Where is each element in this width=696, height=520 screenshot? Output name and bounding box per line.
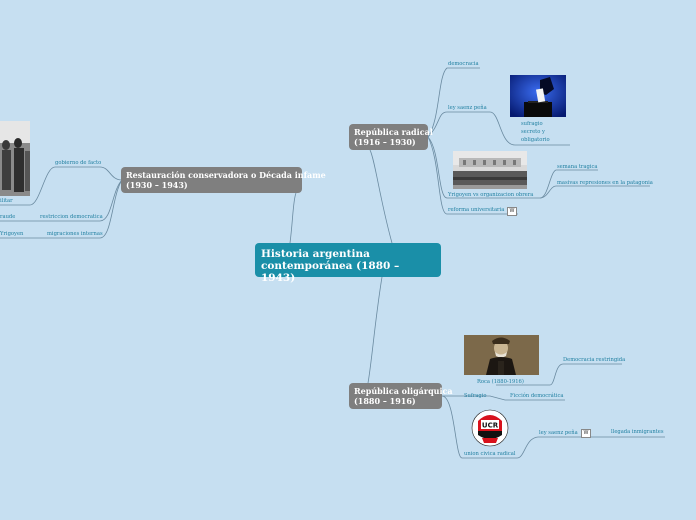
- node-democracia-restringida[interactable]: Democracia restringida: [563, 357, 626, 363]
- node-restriccion-democratica[interactable]: restriccion democratica: [40, 214, 103, 220]
- node-partial-fraude[interactable]: raude: [0, 214, 16, 220]
- topic-radical-line1: República radical: [354, 127, 433, 137]
- wikipedia-link-icon[interactable]: W: [507, 207, 517, 216]
- node-democracia[interactable]: democracia: [448, 61, 479, 67]
- node-masivas-represiones[interactable]: masivas represiones en la patagonia: [557, 180, 653, 186]
- central-topic[interactable]: Historia argentina contemporánea (1880 –…: [255, 243, 441, 284]
- node-union-civica-radical[interactable]: union civica radical: [464, 451, 516, 457]
- roca-portrait-image: [464, 335, 539, 375]
- topic-conservadora-line1: Restauración conservadora o Década infam…: [126, 170, 326, 180]
- ucr-logo-text: UCR: [482, 422, 499, 430]
- topic-republica-radical[interactable]: República radical (1916 – 1930): [349, 124, 433, 150]
- voting-ballot-image: [510, 75, 566, 117]
- node-partial-militar[interactable]: ilitar: [0, 198, 13, 204]
- node-sufragio[interactable]: Sufragio: [464, 393, 487, 399]
- node-ley-saenz-pena[interactable]: ley saenz peña: [448, 105, 487, 111]
- node-ley-saenz-pena-oligarquica[interactable]: ley saenz peña: [539, 430, 578, 436]
- topic-oligarquica-line2: (1880 – 1916): [354, 396, 416, 406]
- sufragio-line3: obligatorio: [521, 137, 550, 143]
- topic-conservadora-line2: (1930 – 1943): [126, 180, 188, 190]
- sufragio-line1: sufragio: [521, 121, 543, 127]
- wikipedia-link-icon-2[interactable]: W: [581, 429, 591, 438]
- topic-oligarquica-line1: República oligárquica: [354, 386, 453, 396]
- node-llegada-inmigrantes[interactable]: llegada inmigrantes: [611, 429, 664, 435]
- node-reforma-universitaria[interactable]: reforma universitaria: [448, 207, 505, 213]
- topic-radical-line2: (1916 – 1930): [354, 137, 416, 147]
- sufragio-line2: secreto y: [521, 129, 545, 135]
- topic-restauracion-conservadora[interactable]: Restauración conservadora o Década infam…: [121, 167, 326, 193]
- node-partial-yrigoyen[interactable]: Yrigoyen: [0, 231, 24, 237]
- node-semana-tragica[interactable]: semana tragica: [557, 164, 598, 170]
- node-migraciones-internas[interactable]: migraciones internas: [47, 231, 103, 237]
- node-yrigoyen-vs-organizacion-obrera[interactable]: Yrigoyen vs organizacion obrera: [448, 192, 534, 198]
- node-gobierno-de-facto[interactable]: gobierno de facto: [55, 160, 102, 166]
- workers-crowd-photo: [453, 151, 527, 189]
- node-roca[interactable]: Roca (1880-1916): [477, 379, 524, 385]
- central-topic-line1: Historia argentina: [261, 248, 370, 260]
- ucr-logo: UCR: [470, 407, 510, 449]
- central-topic-line2: contemporánea (1880 – 1943): [261, 260, 400, 284]
- node-ficcion-democratica[interactable]: Ficción democrática: [510, 393, 564, 399]
- topic-republica-oligarquica[interactable]: República oligárquica (1880 – 1916): [349, 383, 453, 409]
- military-photo-partial: [0, 121, 30, 196]
- node-sufragio-secreto[interactable]: sufragio secreto y obligatorio: [521, 120, 550, 144]
